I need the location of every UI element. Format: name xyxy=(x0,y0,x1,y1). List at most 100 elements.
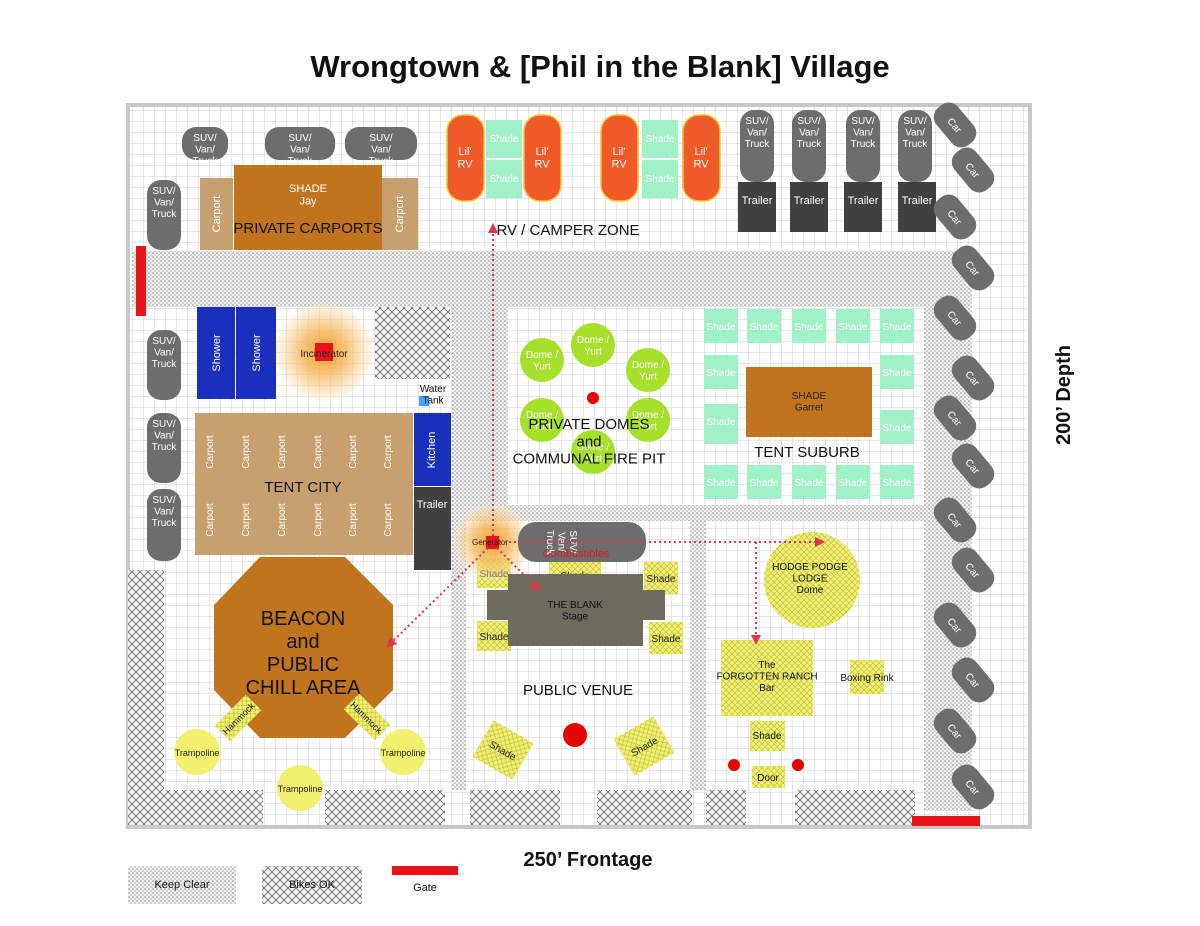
ranch-shade-label: Shade xyxy=(753,731,782,742)
car-10: Car xyxy=(951,547,995,593)
generator xyxy=(486,536,499,549)
suv-rv-2 xyxy=(792,110,826,182)
hodge-podge-lodge-dome xyxy=(764,532,860,628)
car-2: Car xyxy=(951,147,995,193)
lil-rv-1-label: Lil'RV xyxy=(457,146,473,171)
generator-label: Generator xyxy=(472,538,508,547)
car-3: Car xyxy=(933,194,977,240)
tent-suburb-label: TENT SUBURB xyxy=(754,444,860,461)
carport-left xyxy=(200,178,233,250)
legend-bikes-ok-label: Bikes OK xyxy=(289,879,336,891)
tent-carport-bottom-2: Carport xyxy=(241,503,252,537)
suv-rv-1-label: SUV/Van/Truck xyxy=(745,116,771,150)
suburb-shade-8-label: Shade xyxy=(795,478,824,489)
suburb-shade-15 xyxy=(704,404,738,438)
suburb-shade-4-label: Shade xyxy=(839,322,868,333)
suv-rv-3-label: SUV/Van/Truck xyxy=(851,116,877,150)
car-2-body xyxy=(951,147,995,193)
tent-carport-top-3: Carport xyxy=(277,435,288,469)
shower-2-label: Shower xyxy=(251,334,263,372)
dome-yurt-3-label: Dome /Yurt xyxy=(632,360,664,383)
dome-yurt-5 xyxy=(626,398,670,442)
boxing-rink-label: Boxing Rink xyxy=(840,673,894,684)
tent-carport-top-5: Carport xyxy=(348,435,359,469)
suv-left-3-label: SUV/Van/Truck xyxy=(152,419,178,453)
frontage-label: 250’ Frontage xyxy=(524,849,653,871)
trailer-1 xyxy=(738,182,776,232)
suburb-shade-12-label: Shade xyxy=(883,368,912,379)
suburb-shade-9-label: Shade xyxy=(839,478,868,489)
suburb-shade-3-label: Shade xyxy=(795,322,824,333)
trampoline-3 xyxy=(277,765,323,811)
trailer-4 xyxy=(898,182,936,232)
tent-carport-bottom-6: Carport xyxy=(383,503,394,537)
dome-yurt-1-label: Dome /Yurt xyxy=(526,350,558,373)
bikes-ok-areas xyxy=(128,307,915,825)
car-11-body xyxy=(933,602,977,648)
suburb-shade-3 xyxy=(792,309,826,343)
trampoline-3-label: Trampoline xyxy=(278,784,323,794)
ranch-door-label: Door xyxy=(757,773,779,784)
bikes-ok-left xyxy=(128,570,164,825)
car-7: Car xyxy=(933,395,977,441)
car-12-body xyxy=(951,657,995,703)
car-6-body xyxy=(951,355,995,401)
incinerator xyxy=(315,343,333,361)
car-5: Car xyxy=(933,295,977,341)
stage-shade-right-label: Shade xyxy=(652,634,681,645)
bikes-ok-bottom-2 xyxy=(325,790,445,825)
suburb-shade-6 xyxy=(704,465,738,499)
suv-top-1 xyxy=(182,127,228,160)
lil-rv-1 xyxy=(446,114,485,202)
suburb-shade-1-label: Shade xyxy=(707,322,736,333)
bikes-ok-bottom-3 xyxy=(470,790,560,825)
car-11: Car xyxy=(933,602,977,648)
stage-shade-left-rect xyxy=(477,621,511,651)
venue-shade-right: Shade xyxy=(613,716,675,776)
rv-camper-zone-label: RV / CAMPER ZONE xyxy=(496,222,639,239)
legend: Keep Clear Bikes OK Gate xyxy=(128,866,458,904)
suv-top-3 xyxy=(345,127,417,160)
kitchen-label: Kitchen xyxy=(426,432,438,469)
private-carports-label: PRIVATE CARPORTS xyxy=(233,220,382,237)
suv-rv-4-label: SUV/Van/Truck xyxy=(903,116,929,150)
combustibles-label: Combustibles xyxy=(543,548,610,560)
rv-shade-1-label: Shade xyxy=(490,134,519,145)
stage-shade-right-top: Shade xyxy=(644,562,678,594)
suv-top-2-label: SUV/Van/Truck xyxy=(288,133,314,167)
suburb-shade-5-label: Shade xyxy=(883,322,912,333)
hammock-1-rect xyxy=(214,694,262,742)
suburb-shade-11 xyxy=(704,355,738,389)
dome-yurt-4-label: Dome /Yurt xyxy=(526,410,558,433)
bikes-ok-bottom-4 xyxy=(597,790,692,825)
lil-rv-4 xyxy=(682,114,721,202)
legend-gate-swatch xyxy=(392,866,458,875)
trailer-2-label: Trailer xyxy=(794,195,825,207)
tent-carport-top-6: Carport xyxy=(383,435,394,469)
stage-shade-right: Shade xyxy=(649,622,683,654)
lil-rv-2 xyxy=(523,114,562,202)
suburb-shade-14 xyxy=(880,410,914,444)
car-14: Car xyxy=(951,764,995,810)
stage-shade-right-top-label: Shade xyxy=(647,574,676,585)
keep-clear-lanes xyxy=(132,251,972,811)
rv-shade-1 xyxy=(486,120,522,158)
suv-rv-1 xyxy=(740,110,774,182)
car-9-body xyxy=(933,497,977,543)
ranch-fire-left xyxy=(728,759,740,771)
car-8-body xyxy=(951,443,995,489)
bikes-ok-near-incinerator xyxy=(375,307,450,379)
stage-shade-right-rect xyxy=(649,622,683,654)
tent-carport-top-4: Carport xyxy=(313,435,324,469)
incinerator-label: Incinerator xyxy=(300,349,348,360)
car-1-body xyxy=(933,102,977,148)
car-1: Car xyxy=(933,102,977,148)
venue-shade-left: Shade xyxy=(472,720,534,780)
tent-carport-top-1: Carport xyxy=(205,435,216,469)
suburb-shade-8 xyxy=(792,465,826,499)
keep-clear-lane-venue-left xyxy=(452,520,466,790)
